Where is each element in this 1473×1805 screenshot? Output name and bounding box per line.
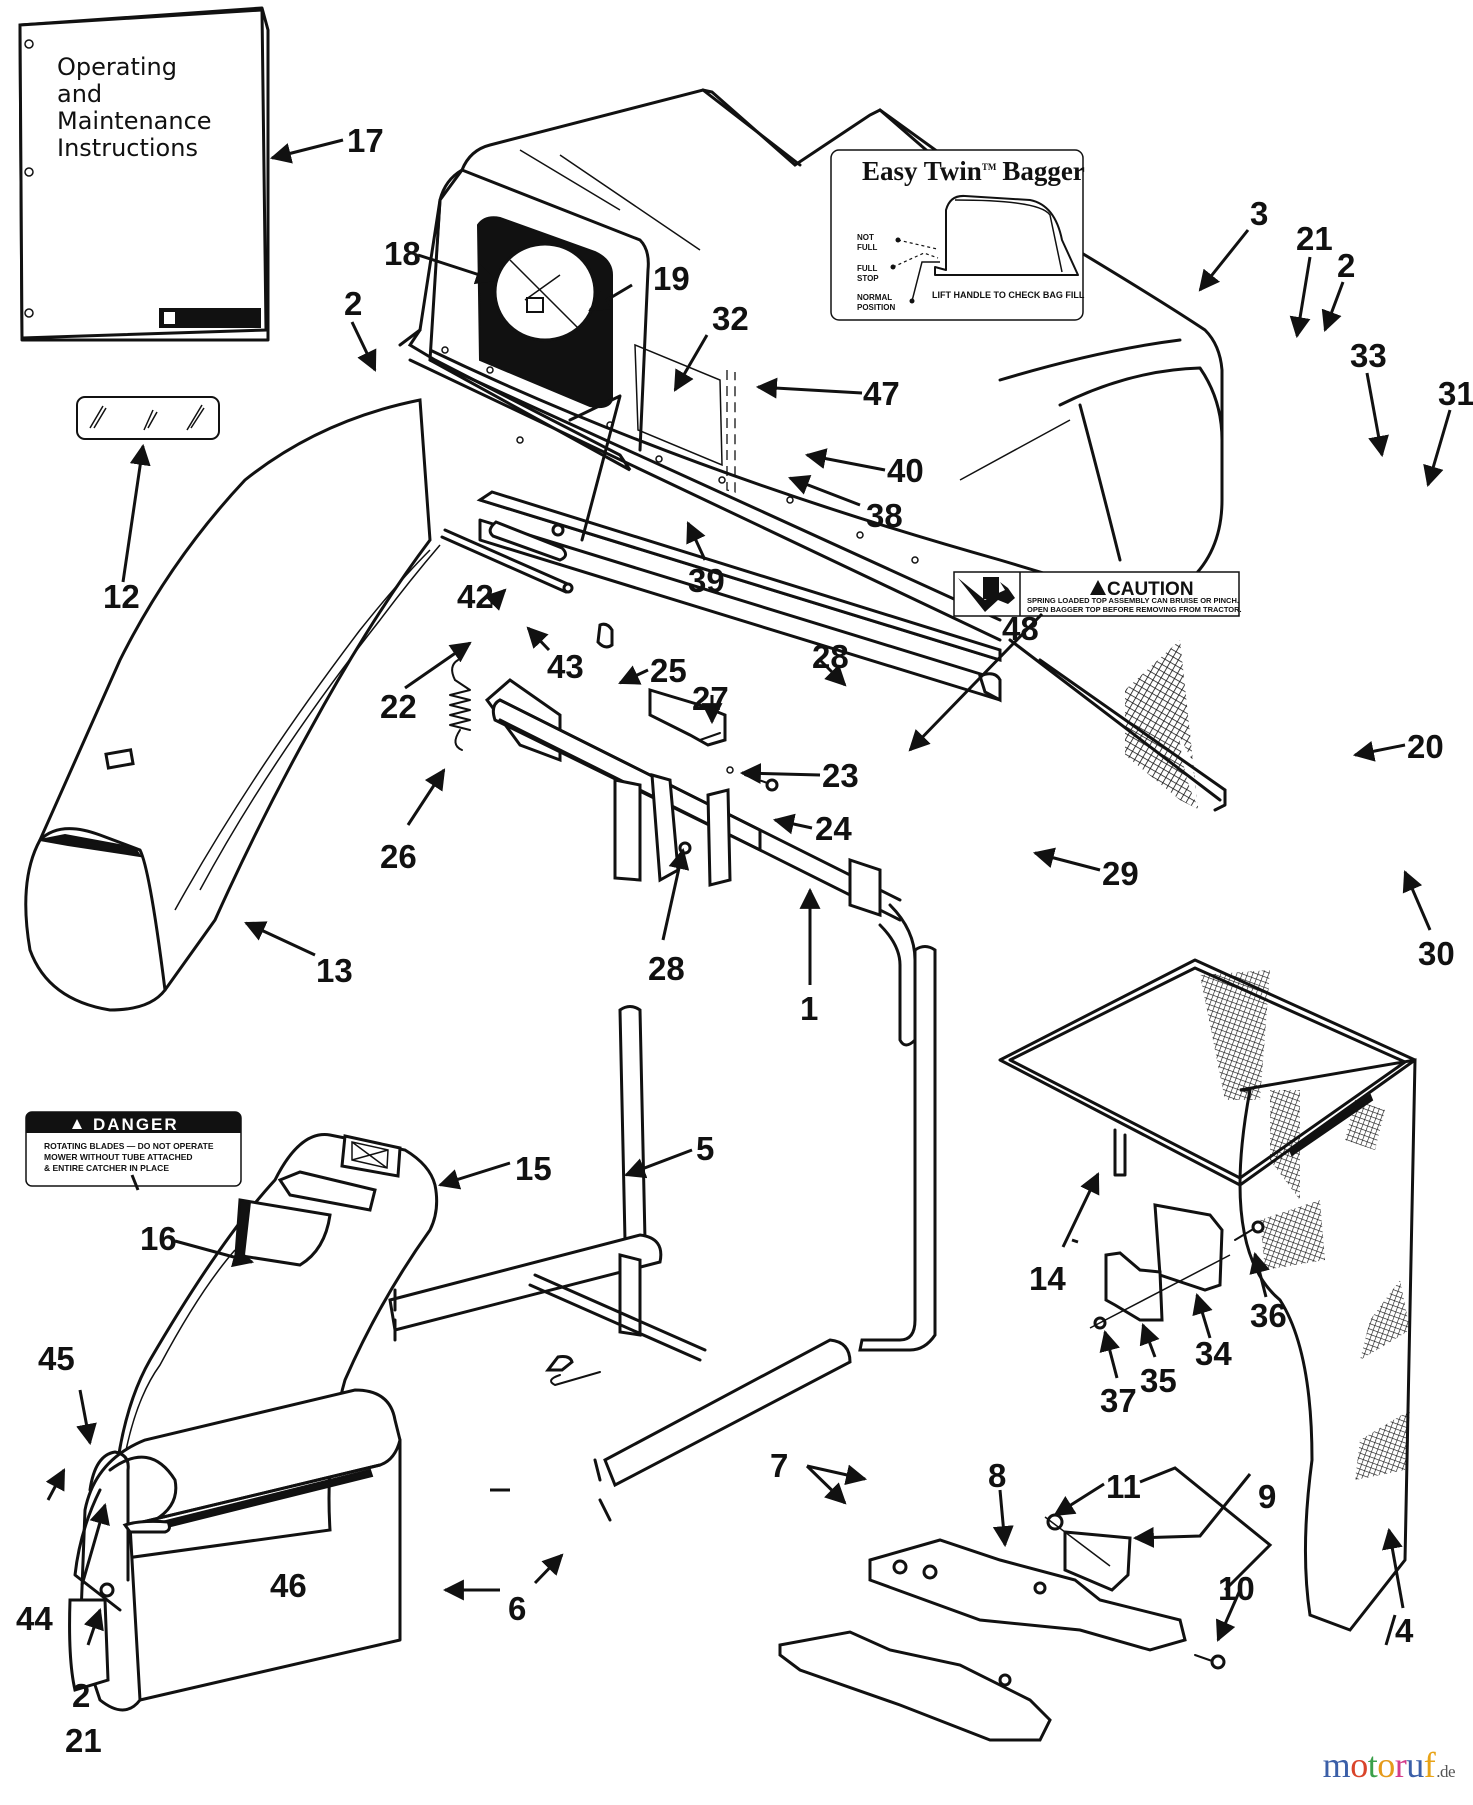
- callout-47: 47: [863, 375, 900, 412]
- bag-hinge-hardware: [1089, 1203, 1265, 1330]
- callout-34: 34: [1195, 1335, 1232, 1372]
- callout-24: 24: [815, 810, 852, 847]
- catcher-bag-4: [1238, 1058, 1417, 1632]
- decal-label-not-full-1: NOT: [857, 233, 874, 242]
- decal-label-normal-1: NORMAL: [857, 293, 892, 302]
- caution-line-1: SPRING LOADED TOP ASSEMBLY CAN BRUISE OR…: [1027, 596, 1239, 605]
- callout-28-lower: 28: [648, 950, 685, 987]
- callout-numbers: 17 18 19 2 32 47 3 21 2 33 31 40 38 39 1…: [16, 122, 1473, 1759]
- callout-25: 25: [650, 652, 687, 689]
- discharge-adapter-15: [68, 1133, 439, 1712]
- watermark-tld: .de: [1436, 1762, 1455, 1781]
- callout-18: 18: [384, 235, 421, 272]
- bagger-stand-5: [388, 945, 937, 1522]
- callout-20: 20: [1407, 728, 1444, 765]
- callout-46: 46: [270, 1567, 307, 1604]
- callout-44: 44: [16, 1600, 53, 1637]
- callout-5: 5: [696, 1130, 714, 1167]
- callout-33: 33: [1350, 337, 1387, 374]
- watermark-letter: f: [1423, 1745, 1436, 1785]
- motoruf-watermark: motoruf.de: [1322, 1744, 1456, 1786]
- callout-23: 23: [822, 757, 859, 794]
- callout-40: 40: [887, 452, 924, 489]
- callout-29: 29: [1102, 855, 1139, 892]
- caution-decal: CAUTION SPRING LOADED TOP ASSEMBLY CAN B…: [953, 571, 1242, 617]
- watermark-letter: r: [1394, 1745, 1407, 1785]
- callout-2-upper-left: 2: [344, 285, 362, 322]
- callout-13: 13: [316, 952, 353, 989]
- callout-7: 7: [770, 1447, 788, 1484]
- callout-28-upper: 28: [812, 638, 849, 675]
- window-12: [76, 396, 220, 440]
- callout-10: 10: [1218, 1570, 1255, 1607]
- hairpin-clip-6: [550, 1371, 601, 1386]
- callout-48: 48: [1002, 610, 1039, 647]
- bag-screen-20: [1008, 638, 1227, 812]
- callout-43: 43: [547, 648, 584, 685]
- manual-title-line-4: Instructions: [57, 134, 198, 162]
- callout-30: 30: [1418, 935, 1455, 972]
- watermark-letter: m: [1322, 1745, 1351, 1785]
- manual-title-line-3: Maintenance: [57, 107, 212, 135]
- callout-15: 15: [515, 1150, 552, 1187]
- caution-line-2: OPEN BAGGER TOP BEFORE REMOVING FROM TRA…: [1027, 605, 1242, 614]
- callout-32: 32: [712, 300, 749, 337]
- watermark-letter: o: [1350, 1745, 1368, 1785]
- caution-heading: CAUTION: [1107, 579, 1194, 600]
- manual-title-line-1: Operating: [57, 53, 177, 81]
- decal-label-not-full-2: FULL: [857, 243, 878, 252]
- callout-31: 31: [1438, 375, 1473, 412]
- bag-frame-14: [998, 958, 1417, 1187]
- decal-label-full-stop-2: STOP: [857, 274, 879, 283]
- callout-21-upper: 21: [1296, 220, 1333, 257]
- callout-11: 11: [1106, 1468, 1141, 1505]
- hardware-upper: [440, 394, 779, 792]
- callout-9: 9: [1258, 1478, 1276, 1515]
- callout-26: 26: [380, 838, 417, 875]
- danger-decal: DANGER ROTATING BLADES — DO NOT OPERATE …: [25, 1111, 242, 1187]
- callout-35: 35: [1140, 1362, 1177, 1399]
- danger-line-3: & ENTIRE CATCHER IN PLACE: [44, 1163, 169, 1173]
- watermark-letter: u: [1406, 1745, 1424, 1785]
- callout-2-lower: 2: [72, 1677, 90, 1714]
- operating-manual-booklet: Operating and Maintenance Instructions: [18, 6, 270, 342]
- callout-8: 8: [988, 1457, 1006, 1494]
- danger-line-1: ROTATING BLADES — DO NOT OPERATE: [44, 1141, 214, 1151]
- decal-instruction: LIFT HANDLE TO CHECK BAG FILL: [932, 290, 1085, 300]
- callout-42: 42: [457, 578, 494, 615]
- callout-38: 38: [866, 497, 903, 534]
- manual-logo-block: [159, 308, 261, 328]
- callout-2-upper-right: 2: [1337, 247, 1355, 284]
- decal-label-normal-2: POSITION: [857, 303, 895, 312]
- callout-19: 19: [653, 260, 690, 297]
- callout-39: 39: [688, 562, 725, 599]
- callout-17: 17: [347, 122, 384, 159]
- danger-heading: DANGER: [93, 1115, 179, 1134]
- watermark-letter: o: [1377, 1745, 1395, 1785]
- discharge-chute-13: [24, 398, 441, 1012]
- callout-leader-lines: [45, 138, 1452, 1646]
- watermark-letter: t: [1367, 1745, 1378, 1785]
- decal-label-full-stop-1: FULL: [857, 264, 878, 273]
- manual-title-line-2: and: [57, 80, 102, 108]
- mower-blades: [778, 1513, 1226, 1742]
- bagger-hood: [398, 88, 1224, 642]
- callout-27: 27: [692, 680, 729, 717]
- callout-36: 36: [1250, 1297, 1287, 1334]
- callout-45: 45: [38, 1340, 75, 1377]
- callout-22: 22: [380, 688, 417, 725]
- callout-37: 37: [1100, 1382, 1137, 1419]
- callout-1: 1: [800, 990, 818, 1027]
- callout-12: 12: [103, 578, 140, 615]
- danger-line-2: MOWER WITHOUT TUBE ATTACHED: [44, 1152, 193, 1162]
- callout-21-lower: 21: [65, 1722, 102, 1759]
- callout-6: 6: [508, 1590, 526, 1627]
- callout-3: 3: [1250, 195, 1268, 232]
- callout-14: 14: [1029, 1260, 1066, 1297]
- hood-rail-29: [476, 490, 1002, 703]
- callout-4: 4: [1395, 1612, 1414, 1649]
- callout-16: 16: [140, 1220, 177, 1257]
